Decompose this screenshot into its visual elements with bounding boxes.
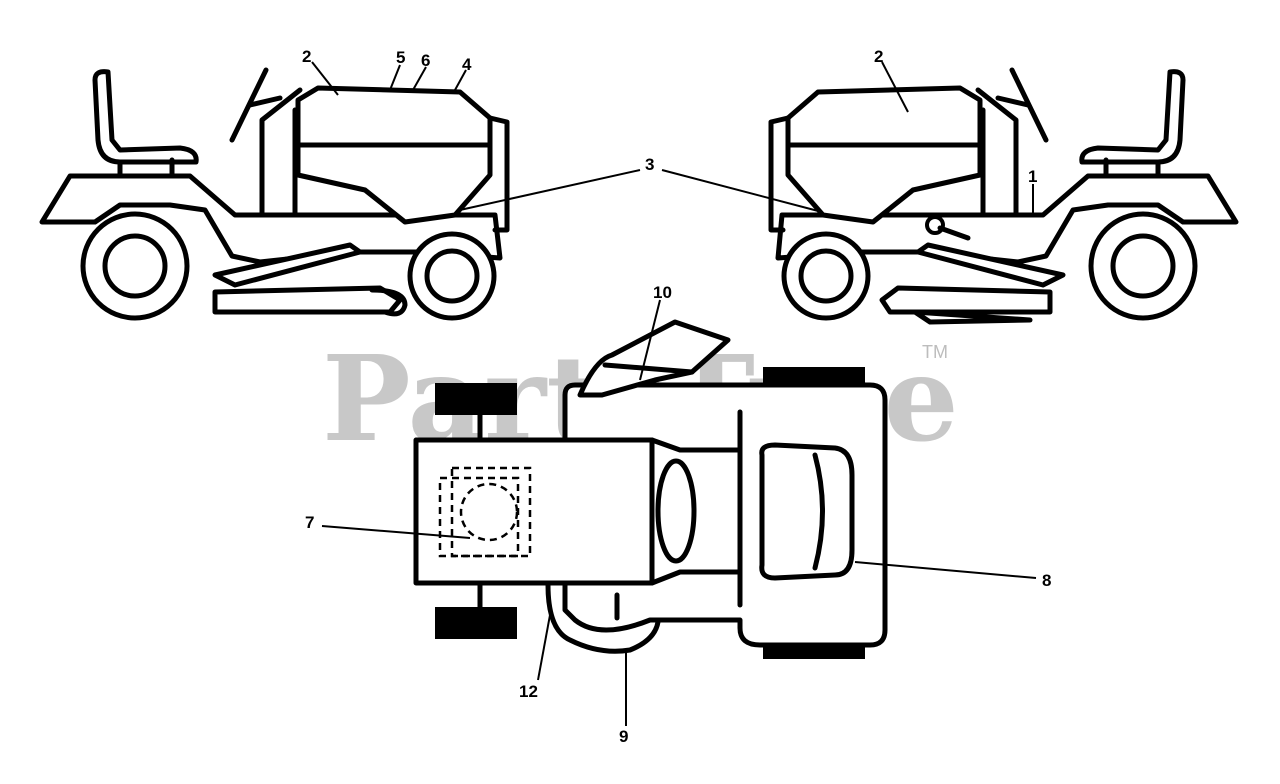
left-rear-hub [102, 233, 168, 299]
callout-7: 7 [305, 513, 314, 532]
leader-3-left [459, 169, 641, 211]
callout-1: 1 [1028, 167, 1037, 186]
right-seat [1079, 69, 1186, 165]
top-pulley-dashed [459, 482, 519, 542]
callout-3: 3 [645, 155, 654, 174]
leader-6 [412, 66, 427, 91]
top-rear-tire-lower [435, 607, 517, 639]
right-deck-skirt [912, 309, 1033, 325]
callout-4: 4 [462, 55, 472, 74]
leader-7 [321, 525, 471, 539]
callout-6: 6 [421, 51, 430, 70]
callout-5: 5 [396, 48, 405, 67]
callout-2-right: 2 [874, 47, 883, 66]
top-seat-area [413, 437, 655, 586]
leader-8 [854, 561, 1037, 579]
right-hood-front [768, 115, 791, 233]
right-lever [937, 225, 971, 241]
right-rear-hub [1110, 233, 1176, 299]
right-hood [785, 85, 983, 225]
leader-2-right [881, 61, 909, 113]
callout-9: 9 [619, 727, 628, 746]
left-seat-post [117, 157, 175, 179]
watermark-trademark: TM [922, 342, 948, 362]
left-seat [92, 69, 199, 165]
left-dash [259, 87, 303, 218]
leader-12 [537, 614, 551, 681]
top-hood-front [759, 442, 855, 581]
right-pedal [915, 242, 1066, 288]
leader-5 [389, 64, 401, 91]
top-hood-curve [812, 452, 825, 571]
right-seat-post [1103, 157, 1161, 179]
top-view [413, 319, 888, 659]
left-front-hub [424, 248, 480, 304]
left-pedal [212, 242, 363, 288]
top-steering [655, 458, 697, 564]
leader-2-left [311, 61, 339, 96]
left-hood-front [487, 115, 510, 233]
callout-10: 10 [653, 283, 672, 302]
top-deck-edge [545, 582, 661, 654]
top-rear-tire-upper [435, 383, 517, 415]
top-chute [577, 319, 731, 398]
top-engine-dashed-2 [438, 476, 520, 558]
top-chute-line [602, 362, 695, 375]
callout-8: 8 [1042, 571, 1051, 590]
right-dash [975, 87, 1019, 218]
right-side-view [768, 67, 1239, 325]
callout-2-left: 2 [302, 47, 311, 66]
left-hood [295, 85, 493, 225]
left-chute [369, 287, 408, 317]
callout-12: 12 [519, 682, 538, 701]
right-steering-shaft [995, 95, 1031, 108]
right-deck [879, 285, 1053, 315]
left-deck [212, 285, 403, 315]
leader-lines [311, 61, 1037, 726]
top-front-tire-upper [763, 367, 865, 383]
leader-4 [454, 69, 467, 91]
leader-10 [639, 299, 661, 381]
left-side-view [39, 67, 510, 321]
leader-3-right [661, 169, 823, 213]
callouts: 2 5 6 4 2 3 1 10 7 8 12 9 [302, 47, 1051, 746]
left-steering-shaft [247, 95, 283, 108]
right-front-hub [798, 248, 854, 304]
